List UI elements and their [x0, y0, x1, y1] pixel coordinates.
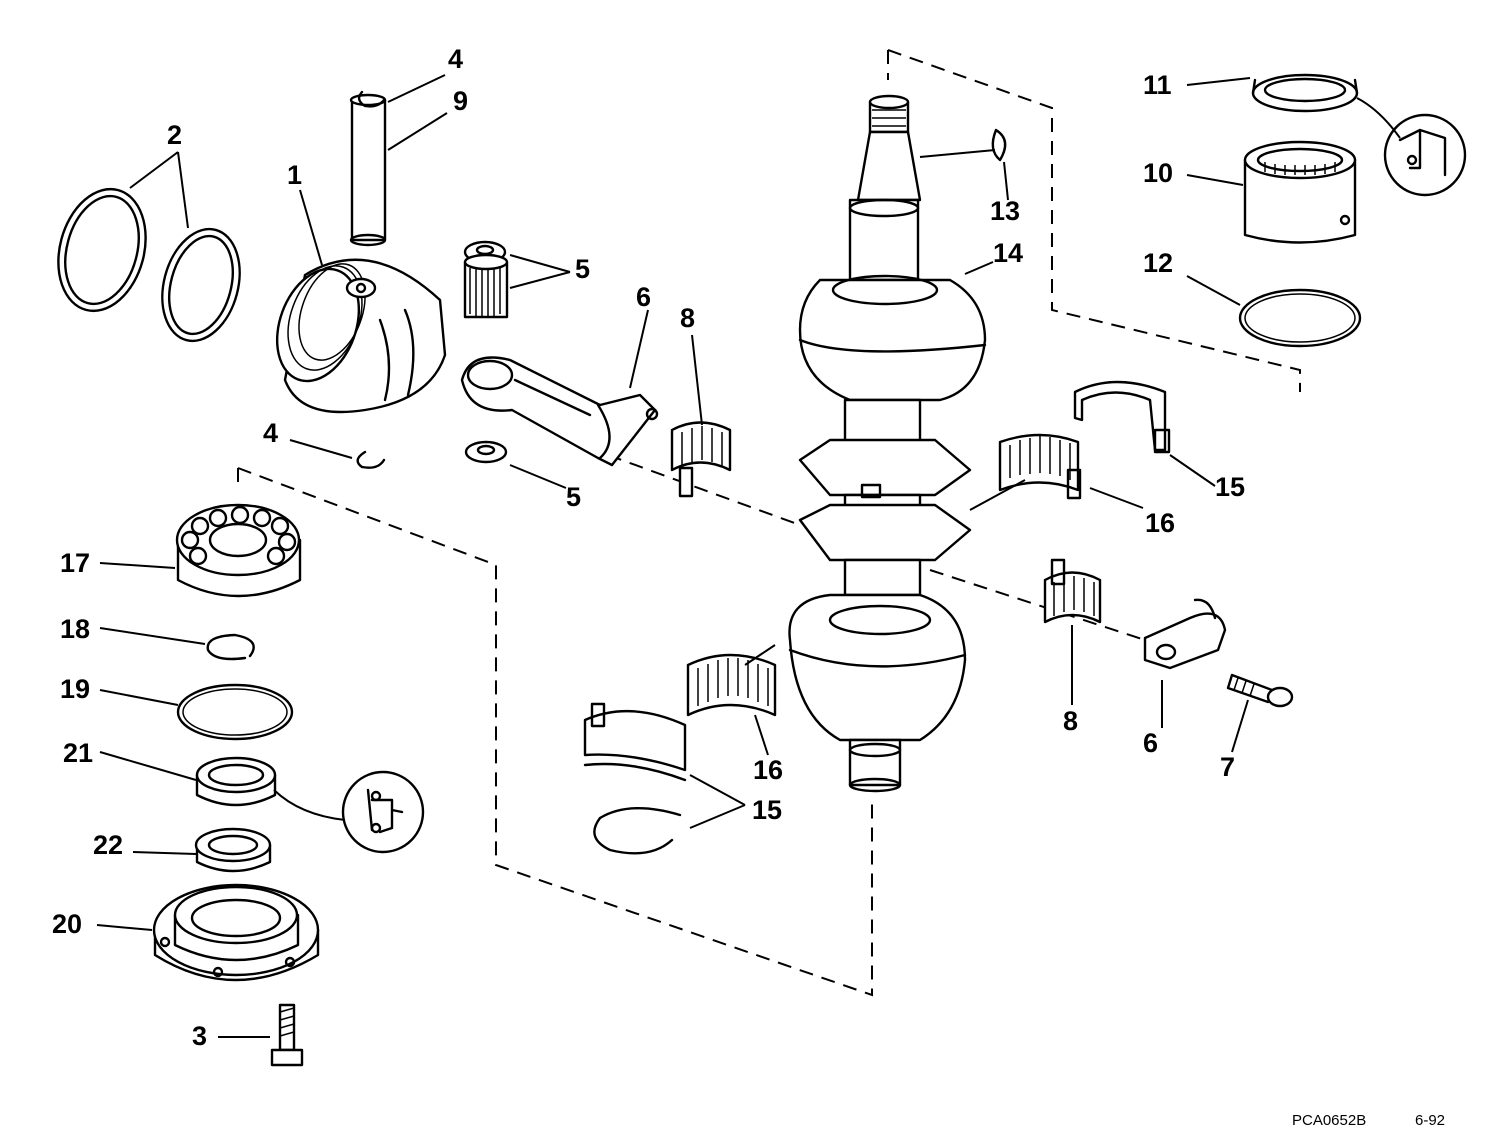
seal-detail-upper — [1383, 113, 1467, 197]
callout-12: 12 — [1143, 248, 1174, 278]
callout-15-right: 15 — [1215, 472, 1246, 502]
o-ring-upper — [1238, 288, 1362, 348]
piston — [275, 258, 447, 414]
assembly-outline-lower — [237, 467, 873, 997]
bearing-washer-set — [463, 240, 509, 464]
center-bearing-ring — [593, 807, 682, 855]
rod-bearing-left — [670, 421, 732, 498]
callout-8-right: 8 — [1063, 706, 1079, 736]
callout-1: 1 — [287, 160, 303, 190]
callout-7: 7 — [1220, 752, 1236, 782]
callout-11: 11 — [1143, 70, 1172, 100]
callout-20: 20 — [52, 909, 83, 939]
callout-19: 19 — [60, 674, 91, 704]
upper-bearing — [1243, 140, 1357, 244]
drawing-date: 6-92 — [1415, 1112, 1446, 1129]
crankshaft — [788, 94, 987, 793]
leader-lines — [96, 74, 1401, 1038]
piston-ring-right — [161, 227, 241, 343]
callout-5-top: 5 — [575, 254, 591, 284]
callout-6-cap: 6 — [1143, 728, 1159, 758]
seal-detail-lower — [341, 770, 425, 854]
callout-2: 2 — [167, 120, 183, 150]
retaining-ring-bottom — [356, 450, 386, 469]
bearing-retaining-ring — [206, 633, 255, 661]
callout-21: 21 — [63, 738, 94, 768]
lower-flange — [152, 883, 320, 982]
rod-bolt — [1226, 673, 1294, 708]
callout-17: 17 — [60, 548, 91, 578]
callout-4-top: 4 — [448, 44, 464, 74]
callout-8-left: 8 — [680, 303, 696, 333]
drawing-code: PCA0652B — [1292, 1112, 1367, 1129]
upper-seal — [1251, 73, 1359, 113]
lower-seal-inner — [194, 827, 272, 873]
callout-13: 13 — [990, 196, 1021, 226]
woodruff-key — [991, 128, 1007, 162]
callout-16-left: 16 — [753, 755, 784, 785]
piston-pin — [349, 93, 387, 247]
callout-10: 10 — [1143, 158, 1174, 188]
callout-15-left: 15 — [752, 795, 783, 825]
callout-22: 22 — [93, 830, 124, 860]
piston-ring-left — [57, 187, 147, 313]
piston-rings — [57, 187, 241, 343]
callout-6-rod: 6 — [636, 282, 652, 312]
assembly-axis-line — [607, 454, 1146, 641]
flange-bolt — [270, 1003, 304, 1067]
retaining-ring-top — [357, 90, 386, 108]
callout-9: 9 — [453, 86, 469, 116]
callout-3: 3 — [192, 1021, 208, 1051]
center-bearing-sleeve-upper — [1073, 380, 1171, 454]
connecting-rod — [460, 356, 659, 467]
rod-cap — [1143, 598, 1227, 670]
callout-14: 14 — [993, 238, 1024, 268]
o-ring-lower — [176, 683, 294, 741]
center-bearing-sleeve-lower — [583, 702, 687, 782]
rod-bearing-right — [1043, 558, 1102, 624]
lower-seal — [195, 756, 277, 807]
callout-18: 18 — [60, 614, 91, 644]
ball-bearing — [175, 503, 302, 598]
center-roller-bearing-right — [998, 433, 1082, 500]
callout-4-bottom: 4 — [263, 418, 279, 448]
callout-16-right: 16 — [1145, 508, 1176, 538]
center-roller-bearing-left — [686, 653, 777, 717]
assembly-outline-upper — [887, 49, 1301, 392]
callout-5-bottom: 5 — [566, 482, 582, 512]
